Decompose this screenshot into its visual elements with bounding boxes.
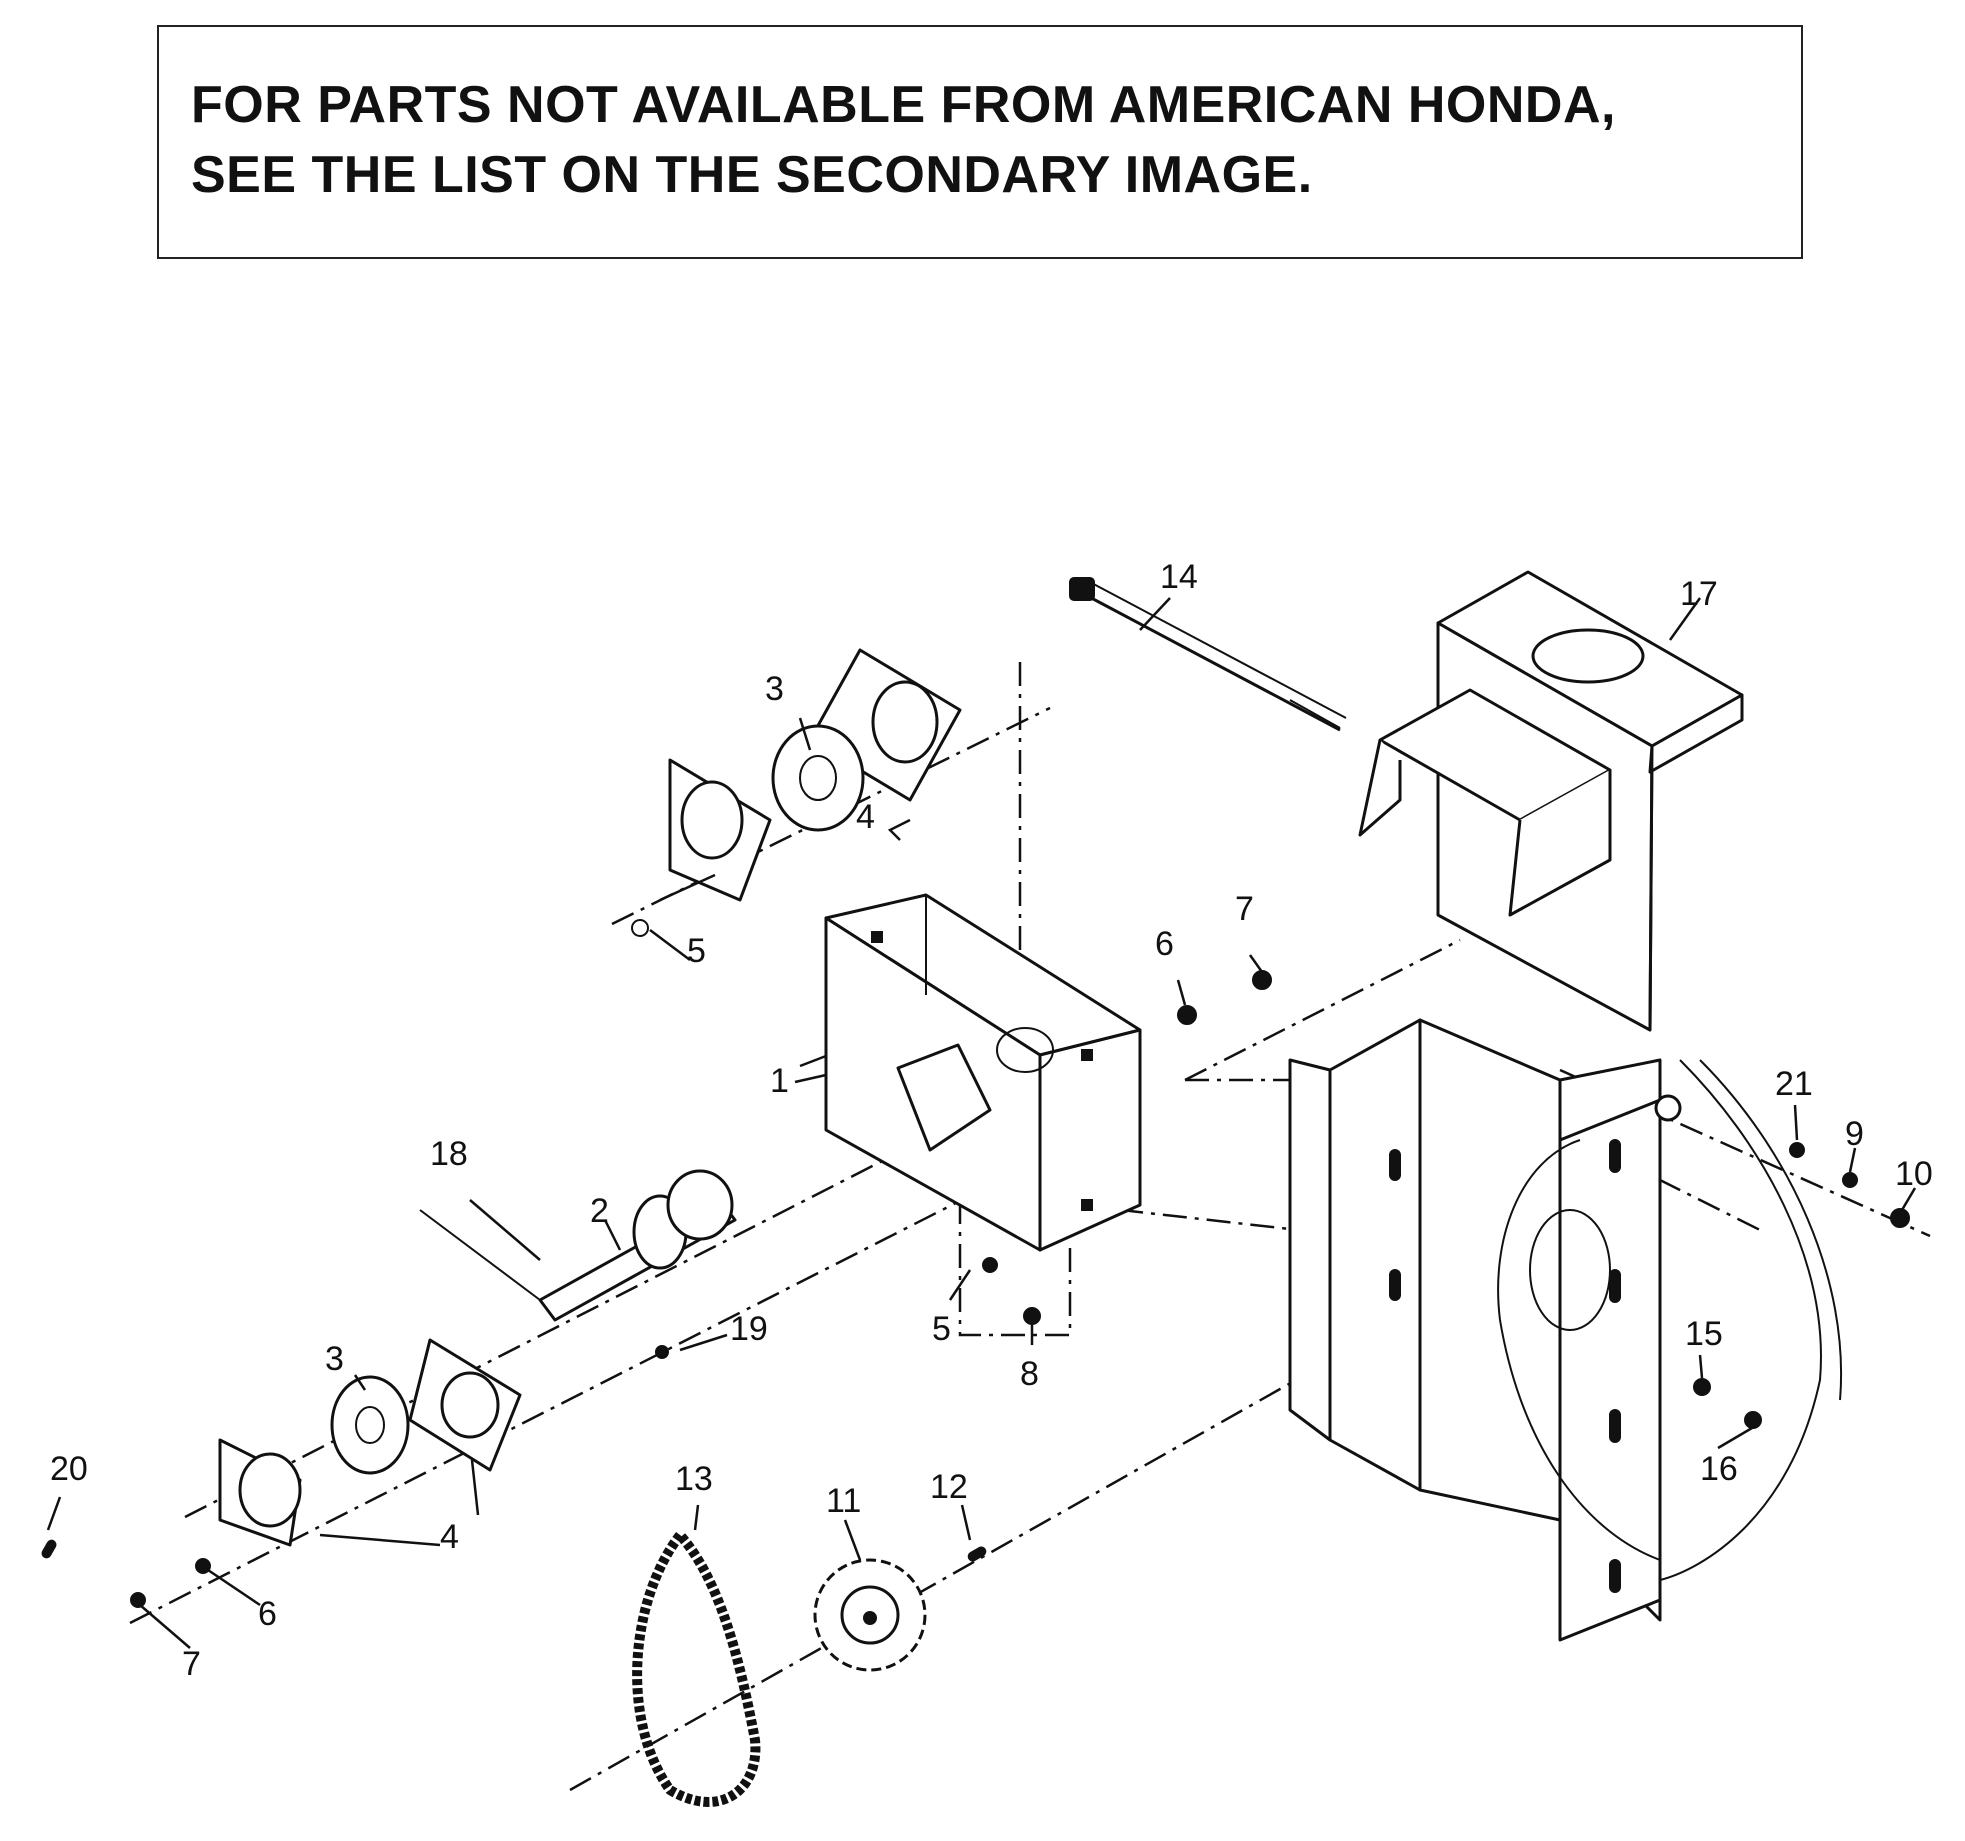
callout-16: 16 bbox=[1700, 1450, 1738, 1488]
callout-6: 6 bbox=[1155, 925, 1174, 963]
sprocket-part-11 bbox=[813, 1558, 927, 1672]
callout-labels: 1 2 3 3 4 4 5 5 6 6 7 7 8 9 10 11 12 13 … bbox=[50, 558, 1933, 1683]
callout-13: 13 bbox=[675, 1460, 713, 1498]
parts-availability-notice: FOR PARTS NOT AVAILABLE FROM AMERICAN HO… bbox=[157, 25, 1803, 259]
callout-18: 18 bbox=[430, 1135, 468, 1173]
callout-12: 12 bbox=[930, 1468, 968, 1506]
callout-11: 11 bbox=[826, 1482, 861, 1520]
callout-15: 15 bbox=[1685, 1315, 1723, 1353]
long-bolt-part-14 bbox=[1069, 577, 1347, 732]
callout-19: 19 bbox=[730, 1310, 768, 1348]
lower-bearing-assembly bbox=[218, 1338, 522, 1547]
drive-chain-part-13 bbox=[632, 1530, 761, 1807]
callout-8: 8 bbox=[1020, 1355, 1039, 1393]
hood-shroud-part-17 bbox=[1358, 570, 1744, 1032]
callout-6: 6 bbox=[258, 1595, 277, 1633]
callout-3: 3 bbox=[765, 670, 784, 708]
callout-3: 3 bbox=[325, 1340, 344, 1378]
callout-4: 4 bbox=[856, 798, 875, 836]
callout-1: 1 bbox=[770, 1062, 789, 1100]
upper-bearing-assembly bbox=[631, 648, 962, 937]
callout-7: 7 bbox=[1235, 890, 1254, 928]
callout-9: 9 bbox=[1845, 1115, 1864, 1153]
gear-box-housing-part-1 bbox=[824, 893, 1142, 1252]
notice-line-1: FOR PARTS NOT AVAILABLE FROM AMERICAN HO… bbox=[191, 76, 1616, 134]
notice-line-2: SEE THE LIST ON THE SECONDARY IMAGE. bbox=[191, 146, 1313, 204]
callout-21: 21 bbox=[1775, 1065, 1813, 1103]
callout-14: 14 bbox=[1160, 558, 1198, 596]
callout-10: 10 bbox=[1895, 1155, 1933, 1193]
callout-leaders bbox=[46, 597, 1917, 1649]
callout-7: 7 bbox=[182, 1645, 201, 1683]
mounting-plate bbox=[1288, 1018, 1842, 1642]
callout-2: 2 bbox=[590, 1192, 609, 1230]
shaft-assembly bbox=[419, 1169, 737, 1359]
callout-5: 5 bbox=[932, 1310, 951, 1348]
hardware-fasteners bbox=[41, 970, 1910, 1608]
callout-17: 17 bbox=[1680, 575, 1718, 613]
callout-20: 20 bbox=[50, 1450, 88, 1488]
callout-4: 4 bbox=[440, 1518, 459, 1556]
callout-5: 5 bbox=[687, 932, 706, 970]
